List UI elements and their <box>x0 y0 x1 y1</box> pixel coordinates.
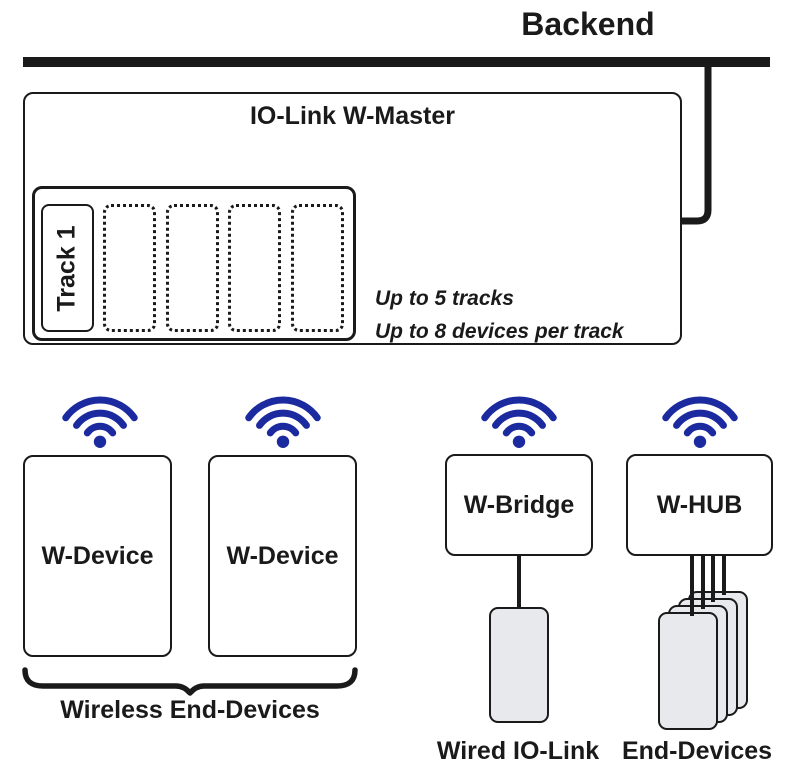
w-hub-label: W-HUB <box>656 490 743 519</box>
w-hub-box: W-HUB <box>626 454 773 556</box>
w-bridge-label: W-Bridge <box>463 490 575 519</box>
wifi-icon <box>481 396 557 448</box>
bridge-cable <box>517 556 521 608</box>
backend-bus <box>23 57 770 67</box>
w-master-label: IO-Link W-Master <box>249 102 456 130</box>
underbrace-icon <box>22 667 358 696</box>
track-slot-empty <box>291 204 344 332</box>
w-bridge-box: W-Bridge <box>445 454 593 556</box>
backend-label: Backend <box>521 6 655 42</box>
w-device-2-box: W-Device <box>208 455 357 657</box>
hub-cable-1 <box>690 556 694 616</box>
track-slot-empty <box>103 204 156 332</box>
wifi-icon <box>245 396 321 448</box>
wifi-icon <box>62 396 138 448</box>
track-1-label: Track 1 <box>53 224 81 312</box>
track-slot-empty <box>166 204 219 332</box>
end-device-1 <box>658 612 718 730</box>
hub-cable-3 <box>711 556 715 602</box>
wired-io-link-label: Wired IO-Link <box>436 737 600 765</box>
end-devices-label: End-Devices <box>621 737 773 765</box>
w-device-1-box: W-Device <box>23 455 172 657</box>
bus-connector-icon <box>680 62 712 225</box>
hub-cable-4 <box>722 556 726 595</box>
track-slot-empty <box>228 204 281 332</box>
wired-io-link-device <box>489 607 549 723</box>
capacity-note: Up to 5 tracks Up to 8 devices per track <box>375 282 624 348</box>
capacity-note-line2: Up to 8 devices per track <box>375 320 624 343</box>
wireless-end-devices-label: Wireless End-Devices <box>60 696 320 724</box>
w-master-box <box>23 92 682 345</box>
wifi-icon <box>662 396 738 448</box>
w-device-2-label: W-Device <box>226 541 339 570</box>
track-1-box: Track 1 <box>41 204 94 332</box>
w-device-1-label: W-Device <box>41 541 154 570</box>
hub-cable-2 <box>701 556 705 609</box>
capacity-note-line1: Up to 5 tracks <box>375 287 514 310</box>
